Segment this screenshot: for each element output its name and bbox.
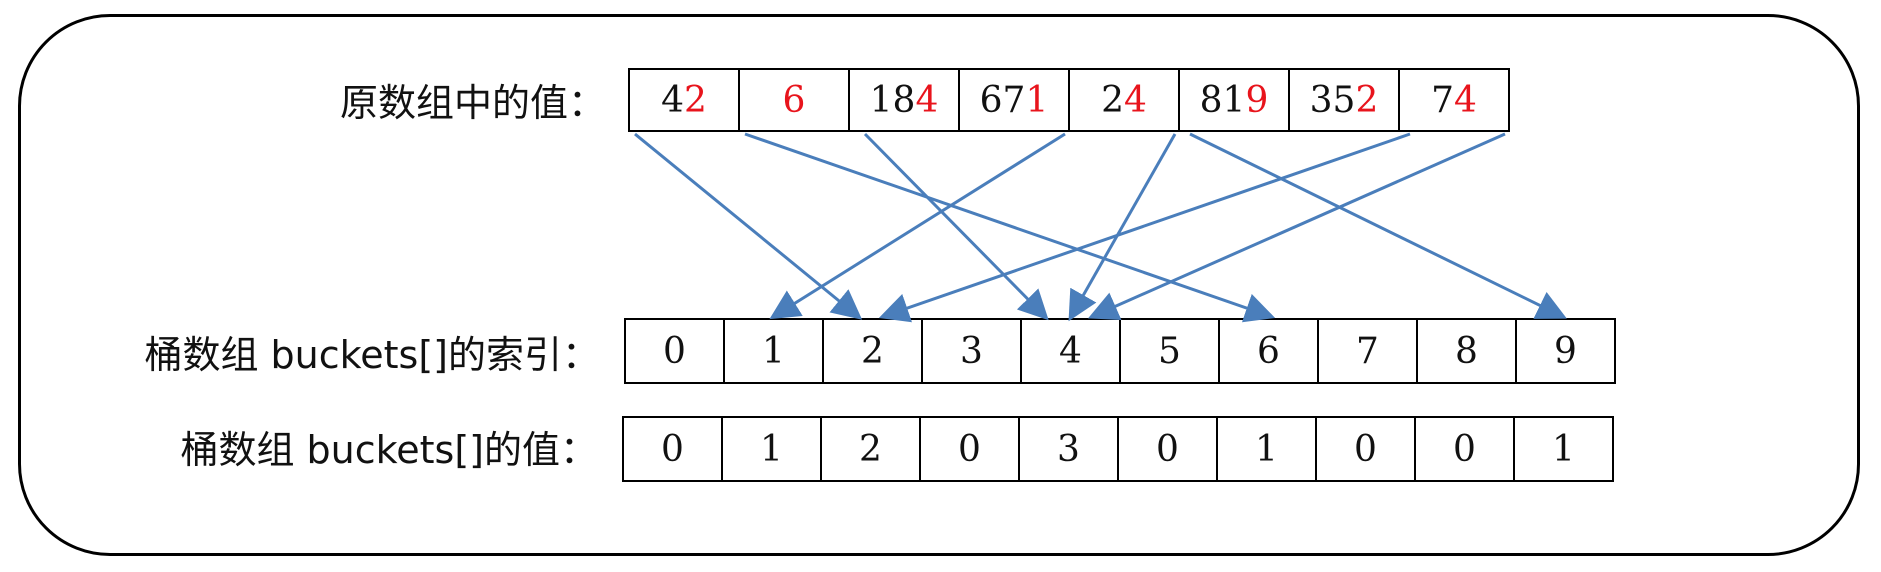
original-value-prefix: 81 (1199, 79, 1246, 121)
bucket-value-cell: 0 (1416, 418, 1515, 480)
original-value-ones-digit: 6 (782, 79, 806, 121)
bucket-value-cell: 0 (624, 418, 723, 480)
bucket-index-cell: 1 (725, 320, 824, 382)
original-value-ones-digit: 4 (1124, 79, 1147, 121)
bucket-value-cell: 3 (1020, 418, 1119, 480)
bucket-value-cell: 2 (822, 418, 921, 480)
original-value-prefix: 67 (979, 79, 1026, 121)
original-value-ones-digit: 2 (1355, 79, 1379, 121)
original-value-prefix: 18 (869, 79, 916, 121)
bucket-value-cell: 1 (1515, 418, 1614, 480)
original-value-prefix: 2 (1101, 79, 1124, 121)
bucket-index-cell: 9 (1517, 320, 1616, 382)
original-value-cell: 6 (740, 70, 850, 130)
bucket-index-cell: 0 (626, 320, 725, 382)
bucket-value-label: 桶数组 buckets[]的值： (180, 428, 598, 472)
bucket-index-cell: 4 (1022, 320, 1121, 382)
bucket-value-cell: 0 (921, 418, 1020, 480)
bucket-index-cell: 5 (1121, 320, 1220, 382)
original-array-label: 原数组中的值： (339, 81, 606, 125)
original-value-prefix: 7 (1431, 79, 1454, 121)
bucket-index-cell: 3 (923, 320, 1022, 382)
original-value-prefix: 4 (661, 79, 684, 121)
bucket-index-cell: 2 (824, 320, 923, 382)
bucket-value-cell: 1 (723, 418, 822, 480)
original-value-ones-digit: 4 (915, 79, 939, 121)
bucket-value-cell: 0 (1119, 418, 1218, 480)
bucket-index-cell: 6 (1220, 320, 1319, 382)
original-value-ones-digit: 9 (1245, 79, 1269, 121)
bucket-index-cell: 7 (1319, 320, 1418, 382)
original-value-ones-digit: 2 (684, 79, 707, 121)
bucket-index-cell: 8 (1418, 320, 1517, 382)
original-value-ones-digit: 4 (1454, 79, 1477, 121)
bucket-value-cell: 1 (1218, 418, 1317, 480)
bucket-index-label: 桶数组 buckets[]的索引： (144, 333, 600, 377)
original-value-ones-digit: 1 (1025, 79, 1049, 121)
diagram-frame (18, 14, 1860, 556)
bucket-value-cell: 0 (1317, 418, 1416, 480)
original-value-prefix: 35 (1309, 79, 1356, 121)
